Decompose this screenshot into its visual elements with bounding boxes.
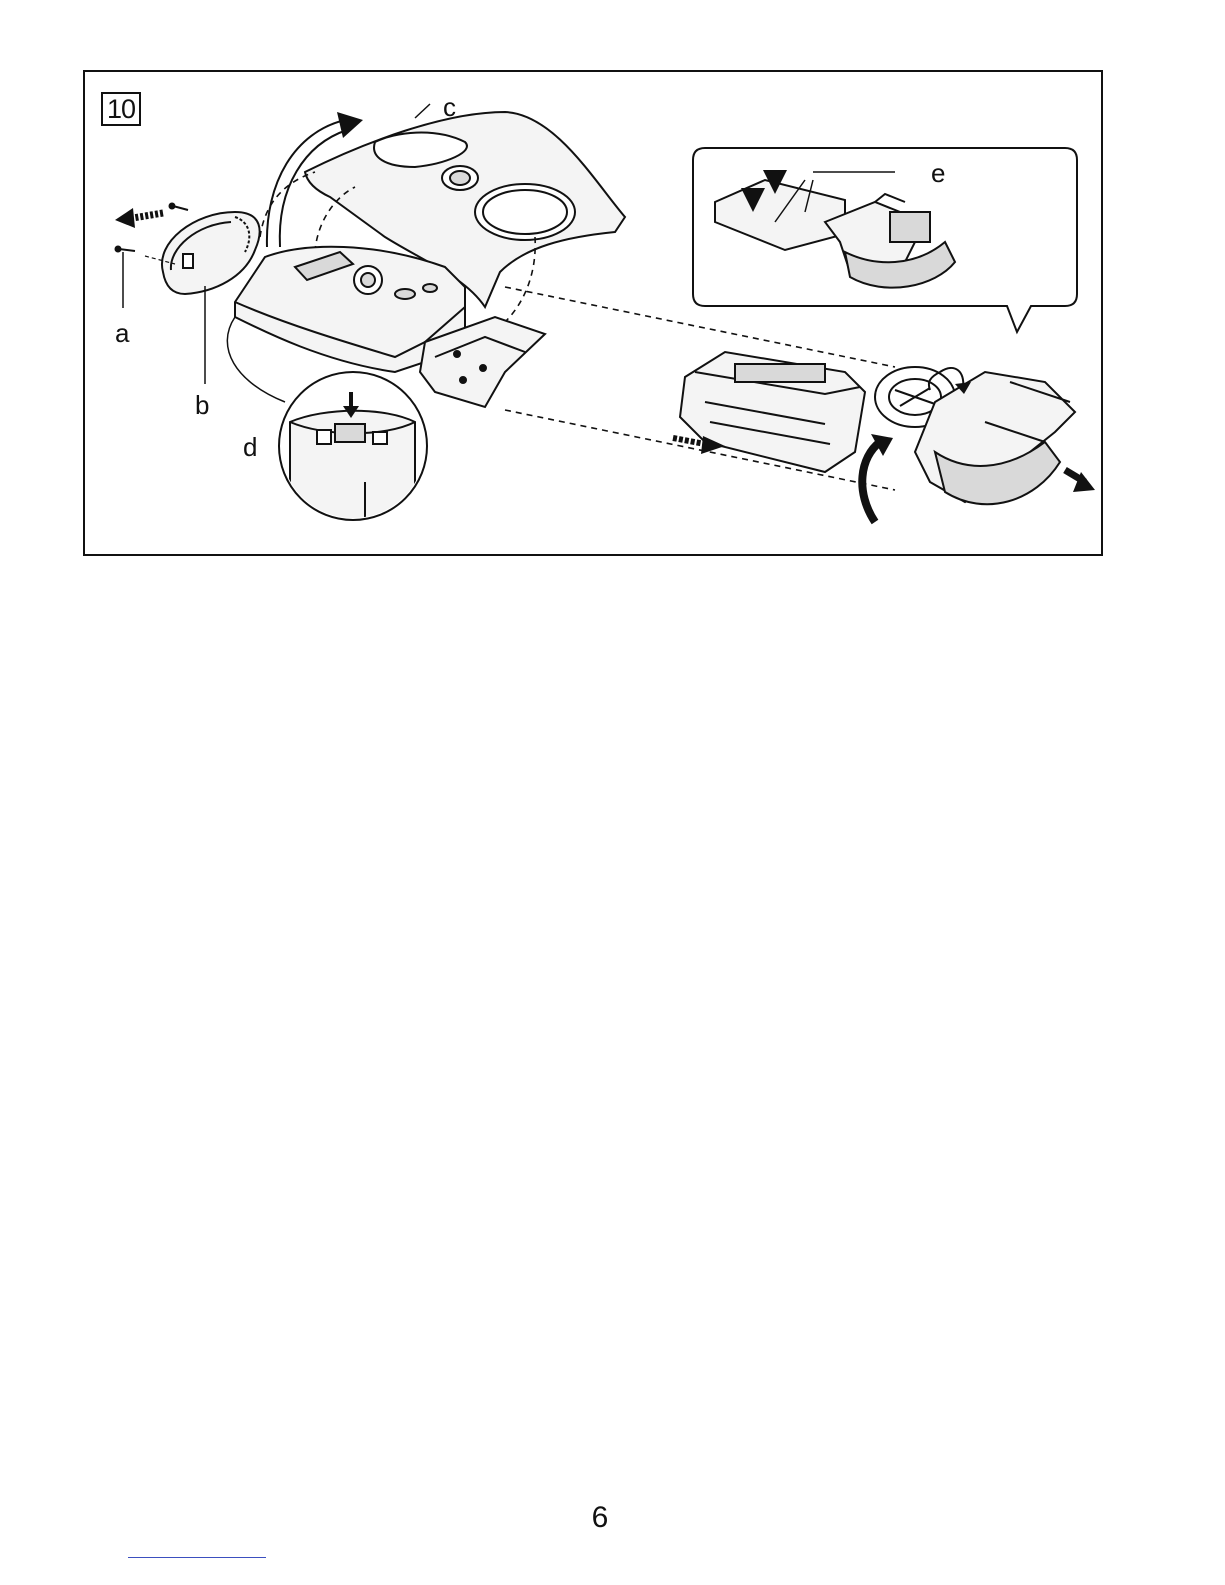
end-cap xyxy=(162,212,260,294)
callout-label-e: e xyxy=(931,160,945,186)
mechanism-assembly xyxy=(680,352,1075,504)
footer-rule xyxy=(128,1557,266,1558)
callout-label-d: d xyxy=(243,434,257,460)
exploded-view-drawing xyxy=(85,72,1105,558)
step-number-badge: 10 xyxy=(101,92,141,126)
leader-line-c xyxy=(415,104,430,118)
detail-circle-d xyxy=(279,372,427,532)
callout-label-b: b xyxy=(195,392,209,418)
removal-arrow-left xyxy=(115,208,163,228)
callout-label-c: c xyxy=(443,94,456,120)
figure-frame: 10 a b c d e xyxy=(83,70,1103,556)
page-number: 6 xyxy=(580,1502,620,1534)
callout-label-a: a xyxy=(115,320,129,346)
inset-callout-e xyxy=(693,148,1077,332)
